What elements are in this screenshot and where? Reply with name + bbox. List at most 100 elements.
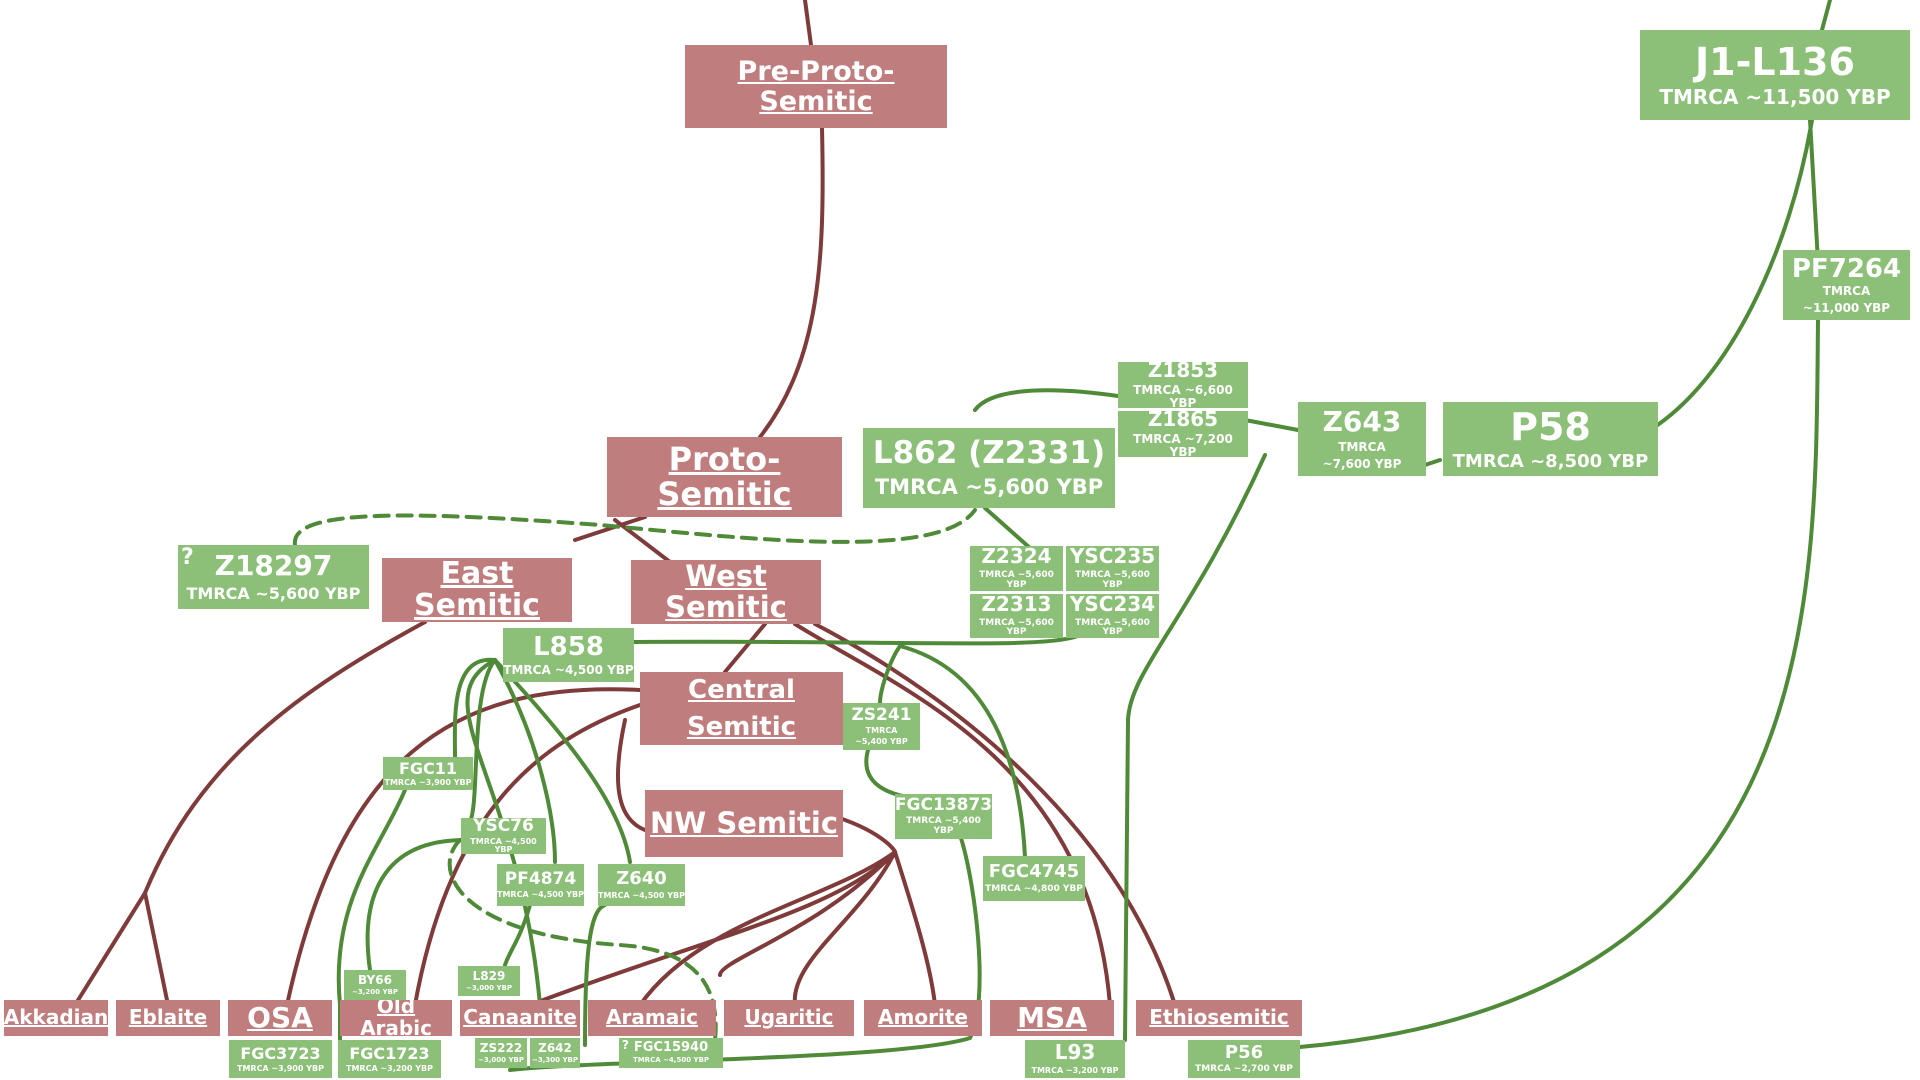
tmrca-ysc235: TMRCA ~5,600 YBP <box>1075 570 1150 590</box>
label-z1865: Z1865 <box>1147 411 1219 431</box>
label-amorite: Amorite <box>878 1005 968 1030</box>
label-j1-l136: J1-L136 <box>1695 39 1855 84</box>
label-z642: Z642 <box>538 1040 572 1055</box>
box-l829: L829 ~3,000 YBP <box>458 966 520 996</box>
box-akkadian: Akkadian <box>4 1000 108 1036</box>
box-west-semitic: West Semitic <box>631 560 821 624</box>
box-zs241: ZS241 TMRCA ~5,400 YBP <box>843 703 920 750</box>
box-fgc11: FGC11 TMRCA ~3,900 YBP <box>383 757 473 790</box>
tmrca-z642: ~3,300 YBP <box>532 1055 578 1064</box>
box-fgc13873: FGC13873 TMRCA ~5,400 YBP <box>895 794 992 839</box>
tmrca-p58: TMRCA ~8,500 YBP <box>1452 450 1649 472</box>
label-l858: L858 <box>533 631 604 662</box>
box-z643: Z643 TMRCA ~7,600 YBP <box>1298 402 1426 476</box>
tmrca-pf4874: TMRCA ~4,500 YBP <box>497 890 584 900</box>
line-central-to-osa <box>285 687 642 1007</box>
tmrca-zs241-1: TMRCA <box>865 725 898 735</box>
label-aramaic: Aramaic <box>606 1005 698 1030</box>
box-ugaritic: Ugaritic <box>724 1000 854 1036</box>
line-nw-to-amorite <box>893 850 937 1007</box>
tmrca-fgc4745: TMRCA ~4,800 YBP <box>985 883 1083 894</box>
line-z643-to-l93 <box>1123 453 1267 1042</box>
tmrca-z640: TMRCA ~4,500 YBP <box>598 890 685 900</box>
label-pf7264: PF7264 <box>1791 254 1902 284</box>
label-central-semitic-1: Central <box>688 675 795 706</box>
box-pf7264: PF7264 TMRCA ~11,000 YBP <box>1783 250 1910 320</box>
box-eblaite: Eblaite <box>116 1000 220 1036</box>
line-east-to-eblaite <box>143 891 170 1007</box>
box-by66: BY66 ~3,200 YBP <box>344 970 406 1000</box>
tmrca-zs241-2: ~5,400 YBP <box>855 737 908 747</box>
box-nw-semitic: NW Semitic <box>645 790 843 857</box>
line-l858-to-fgc4745 <box>898 644 1027 859</box>
label-z643: Z643 <box>1322 405 1402 439</box>
tmrca-fgc15940: TMRCA ~4,500 YBP <box>632 1056 710 1065</box>
line-pf7264-to-p56 <box>1298 318 1820 1049</box>
line-p58-to-z643 <box>1423 458 1442 467</box>
tmrca-l93: TMRCA ~3,200 YBP <box>1031 1065 1119 1075</box>
box-fgc4745: FGC4745 TMRCA ~4,800 YBP <box>983 856 1085 901</box>
label-akkadian: Akkadian <box>4 1005 108 1030</box>
line-fgc13873-down <box>508 833 982 1072</box>
tmrca-z18297: TMRCA ~5,600 YBP <box>186 584 361 604</box>
box-proto-semitic: Proto-Semitic <box>607 437 842 517</box>
line-l858-to-canaanite-green <box>465 658 542 1007</box>
line-pre-proto-to-proto <box>758 126 825 439</box>
line-central-to-old-arabic <box>413 703 642 1007</box>
box-amorite: Amorite <box>864 1000 982 1036</box>
line-l858-to-fgc11 <box>452 657 497 760</box>
tmrca-fgc13873: TMRCA ~5,400 YBP <box>906 816 981 837</box>
label-msa: MSA <box>1017 1000 1087 1034</box>
line-west-to-ethiosemitic <box>813 622 1177 1007</box>
label-east-semitic: East Semitic <box>414 558 540 622</box>
line-zs241-to-fgc13873 <box>864 748 947 802</box>
box-p58: P58 TMRCA ~8,500 YBP <box>1443 402 1658 476</box>
tmrca-z643-1: TMRCA <box>1338 439 1386 454</box>
box-osa: OSA <box>228 1000 332 1036</box>
tmrca-z2313: TMRCA ~5,600 YBP <box>979 617 1054 638</box>
tmrca-fgc1723: TMRCA ~3,200 YBP <box>346 1063 433 1073</box>
label-zs222: ZS222 <box>479 1040 523 1055</box>
box-fgc3723: FGC3723 TMRCA ~3,900 YBP <box>229 1040 332 1078</box>
label-z18297: Z18297 <box>214 549 333 583</box>
label-pf4874: PF4874 <box>504 869 577 889</box>
tmrca-z1865: TMRCA ~7,200 YBP <box>1133 432 1233 457</box>
line-central-to-nw <box>615 718 647 832</box>
line-proto-to-west <box>613 518 672 564</box>
line-west-to-msa <box>793 622 1112 1007</box>
dashed-line-ysc76-to-fgc15940 <box>447 838 718 1042</box>
line-z643-to-z1853 <box>1243 418 1300 432</box>
label-fgc11: FGC11 <box>398 758 458 778</box>
box-canaanite: Canaanite <box>460 1000 580 1036</box>
box-l862: L862 (Z2331) TMRCA ~5,600 YBP <box>863 428 1115 508</box>
label-fgc1723: FGC1723 <box>349 1043 430 1063</box>
label-ysc235: YSC235 <box>1069 546 1156 569</box>
line-nw-to-canaanite-2 <box>718 850 897 977</box>
label-fgc4745: FGC4745 <box>988 861 1080 883</box>
box-fgc1723: FGC1723 TMRCA ~3,200 YBP <box>338 1040 441 1078</box>
box-z2313: Z2313 TMRCA ~5,600 YBP <box>970 594 1063 638</box>
tmrca-pf7264-1: TMRCA <box>1822 284 1871 299</box>
tmrca-l858: TMRCA ~4,500 YBP <box>503 663 634 678</box>
box-aramaic: Aramaic <box>588 1000 716 1036</box>
box-ethiosemitic: Ethiosemitic <box>1136 1000 1302 1036</box>
box-ysc76: YSC76 TMRCA ~4,500 YBP <box>461 818 546 854</box>
question-mark-fgc15940: ? <box>622 1038 629 1052</box>
label-fgc13873: FGC13873 <box>895 795 992 816</box>
box-j1-l136: J1-L136 TMRCA ~11,500 YBP <box>1640 30 1910 120</box>
box-east-semitic: East Semitic <box>382 558 572 622</box>
label-west-semitic: West Semitic <box>665 560 787 624</box>
line-east-branch <box>143 620 427 895</box>
box-z1865: Z1865 TMRCA ~7,200 YBP <box>1118 411 1248 457</box>
label-l93: L93 <box>1054 1040 1096 1065</box>
label-pre-proto-semitic: Pre-Proto-Semitic <box>737 56 895 117</box>
box-z642: Z642 ~3,300 YBP <box>530 1038 580 1068</box>
label-z2313: Z2313 <box>981 594 1052 616</box>
label-ethiosemitic: Ethiosemitic <box>1149 1005 1289 1030</box>
label-z1853: Z1853 <box>1147 362 1219 382</box>
label-p56: P56 <box>1224 1041 1264 1063</box>
box-z640: Z640 TMRCA ~4,500 YBP <box>598 864 685 906</box>
label-l829: L829 <box>472 968 506 983</box>
tmrca-j1-l136: TMRCA ~11,500 YBP <box>1659 84 1891 109</box>
line-j1-to-pf7264 <box>1808 118 1820 264</box>
